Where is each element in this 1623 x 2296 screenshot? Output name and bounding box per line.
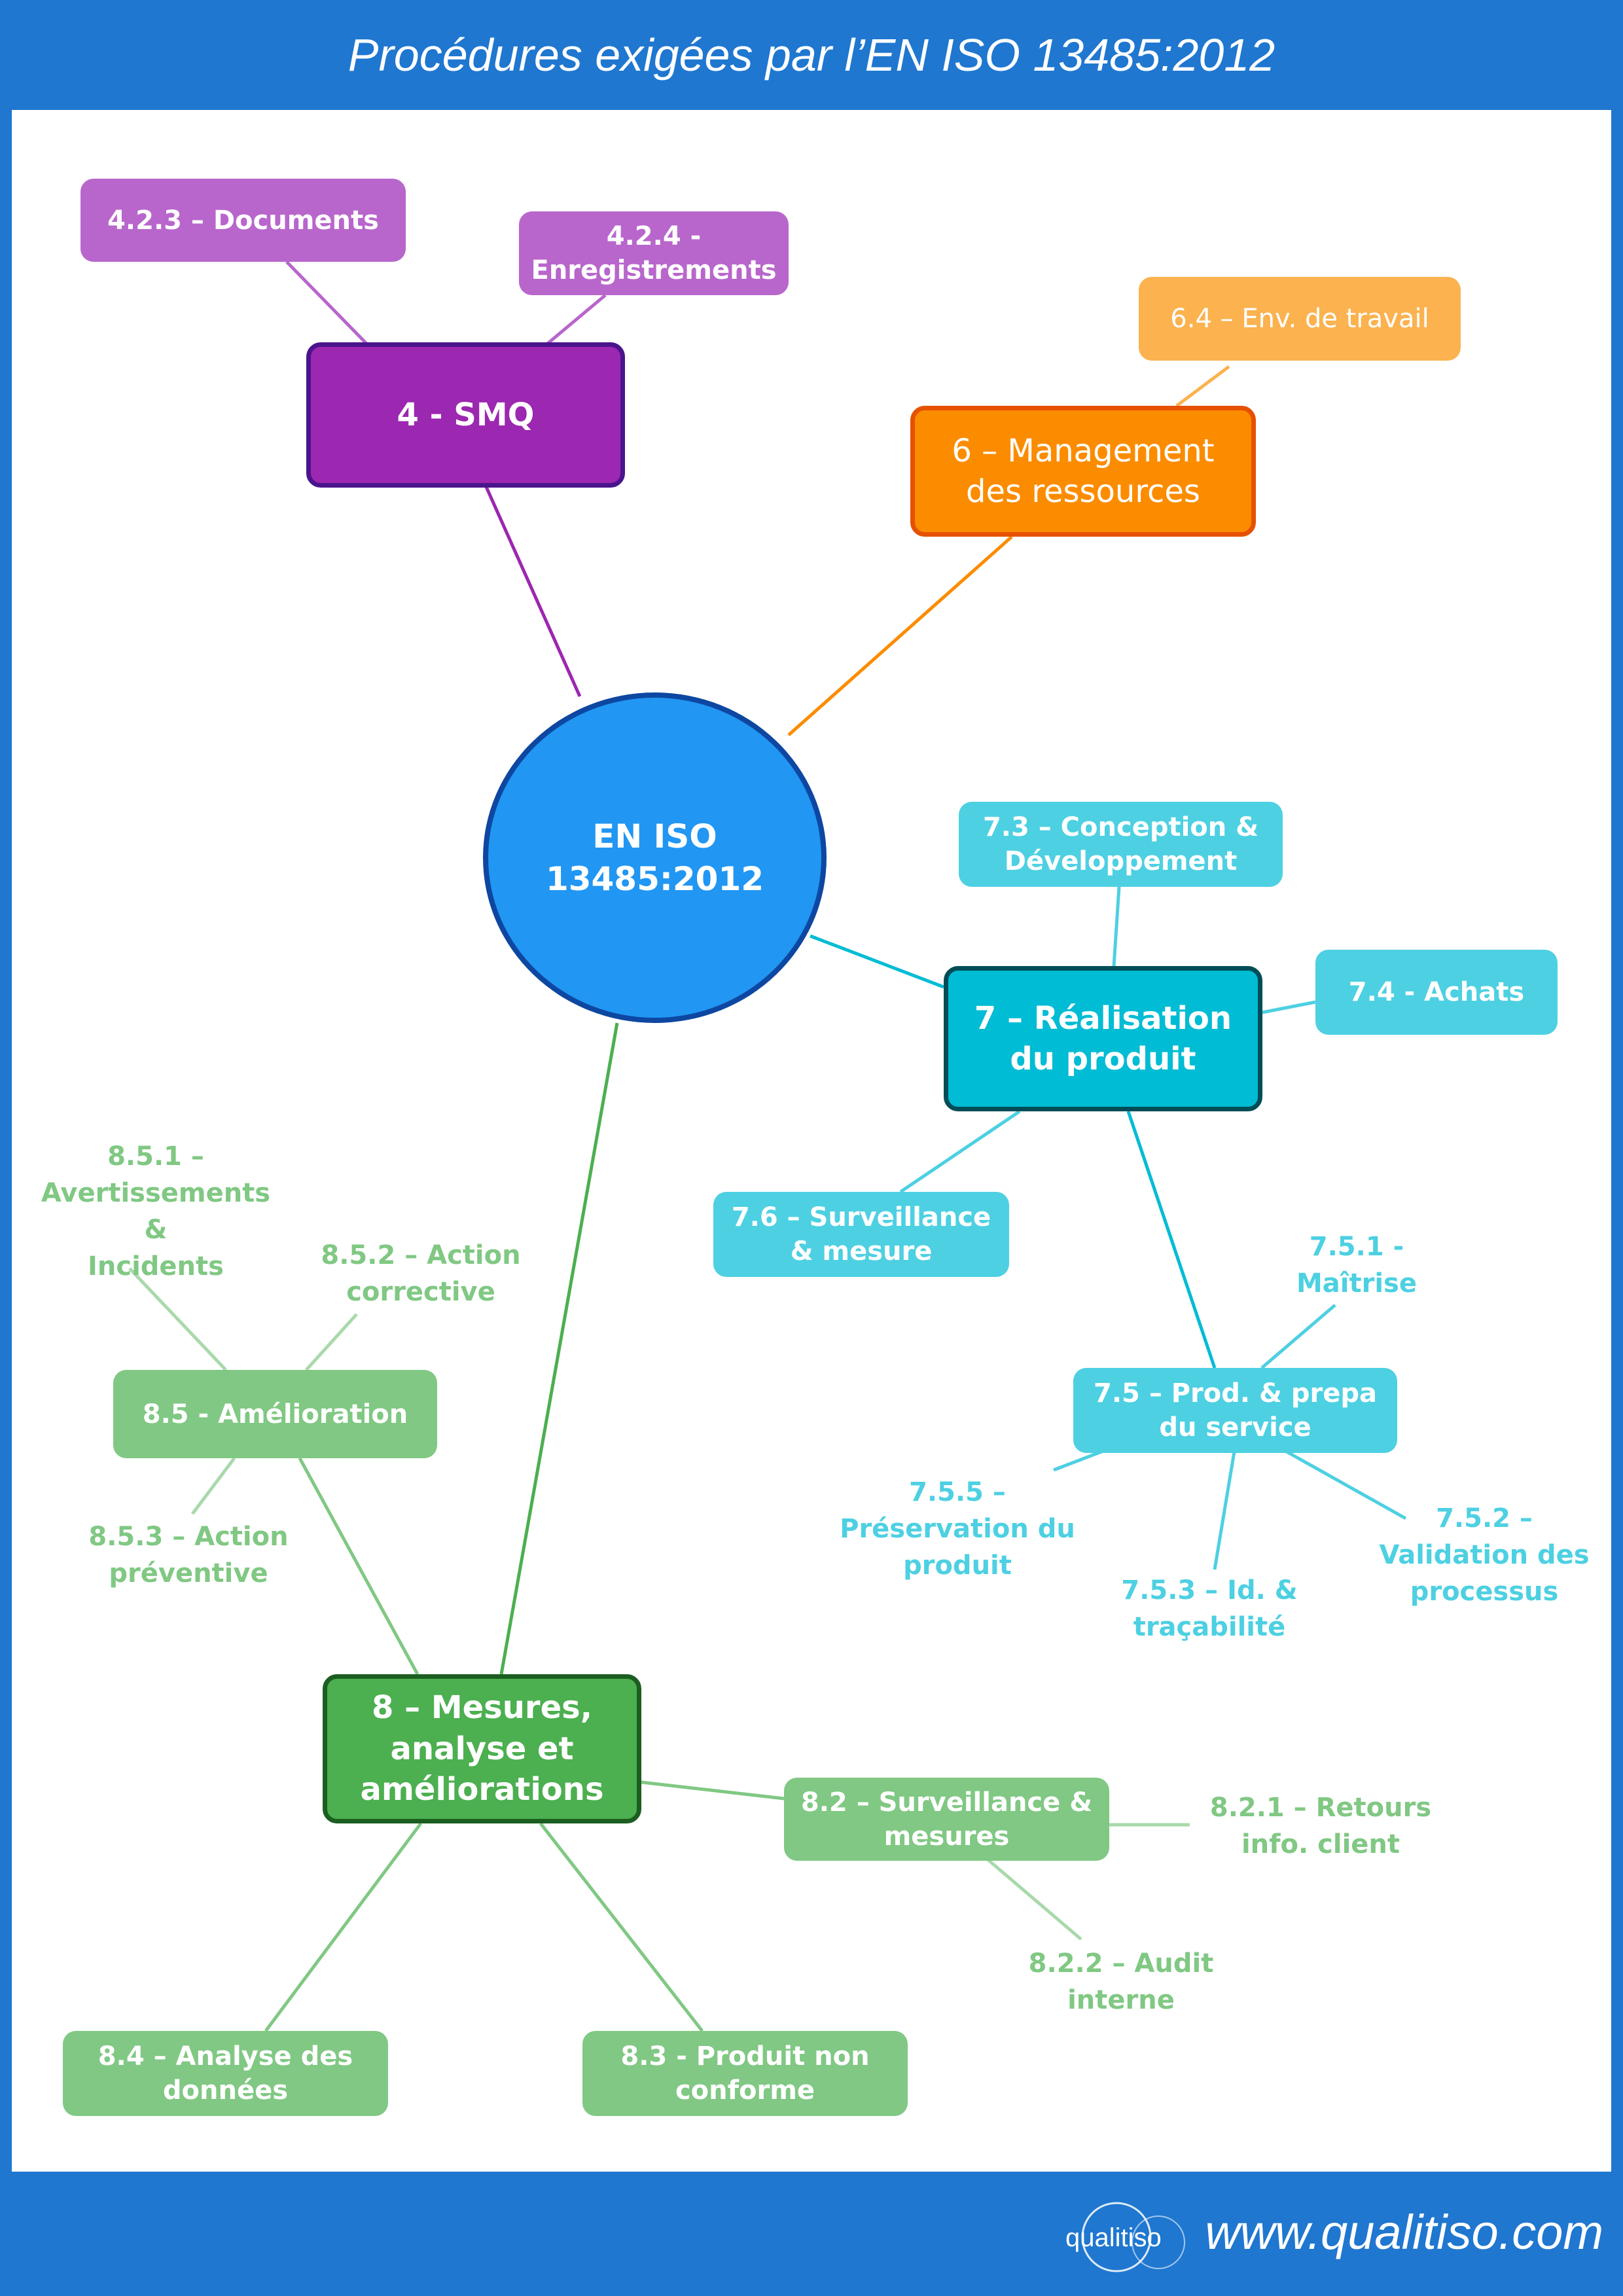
link-mes-85: [298, 1457, 419, 1676]
label-8-5-3: 8.5.3 – Action préventive: [88, 1521, 289, 1588]
qualitiso-logo-icon: qualitiso: [1065, 2202, 1185, 2272]
node-7-6-surveillance: 7.6 – Surveillance & mesure: [713, 1192, 1009, 1277]
label-7-5-5: 7.5.5 – Préservation du produit: [840, 1477, 1075, 1581]
label-8-5-1: 8.5.1 – Avertissements & Incidents: [41, 1141, 271, 1282]
link-center-mes: [499, 1022, 619, 1675]
node-4-2-4-enregistrements: 4.2.4 - Enregistrements: [519, 211, 789, 295]
svg-text:qualitiso: qualitiso: [1065, 2223, 1162, 2252]
link-real-73: [1112, 886, 1121, 967]
node-7-4-achats: 7.4 - Achats: [1315, 950, 1558, 1035]
node-4-2-3-documents: 4.2.3 – Documents: [80, 179, 406, 262]
node-8-2-surveillance: 8.2 – Surveillance & mesures: [784, 1778, 1109, 1861]
node-8-mesures: 8 – Mesures, analyse et améliorations: [323, 1674, 641, 1823]
footer-bar: qualitiso www.qualitiso.com: [0, 2172, 1623, 2296]
node-8-4-analyse: 8.4 – Analyse des données: [63, 2031, 388, 2116]
header-bar: Procédures exigées par l’EN ISO 13485:20…: [0, 0, 1623, 110]
link-mes-82: [641, 1780, 785, 1801]
node-8-5-amelioration: 8.5 - Amélioration: [113, 1370, 437, 1458]
node-7-realisation: 7 – Réalisation du produit: [944, 966, 1262, 1111]
label-8-5-2: 8.5.2 – Action corrective: [321, 1240, 521, 1307]
link-real-75: [1126, 1111, 1217, 1369]
link-mgmt-64: [1175, 365, 1230, 407]
connector-lines: [128, 260, 1407, 2032]
link-center-mgmt: [787, 535, 1013, 736]
link-smq-423: [285, 260, 370, 347]
link-smq-424: [544, 294, 607, 347]
link-75-753: [1213, 1451, 1236, 1570]
link-real-76: [899, 1109, 1021, 1194]
node-6-management: 6 – Management des ressources: [910, 406, 1256, 537]
label-8-2-1: 8.2.1 – Retours info. client: [1209, 1793, 1432, 1859]
node-7-3-conception: 7.3 – Conception & Développement: [959, 802, 1283, 887]
link-75-751: [1260, 1304, 1336, 1369]
link-85-851: [128, 1267, 227, 1371]
mind-map-canvas: EN ISO 13485:2012 4 - SMQ 6 – Management…: [12, 110, 1611, 2172]
page-title: Procédures exigées par l’EN ISO 13485:20…: [348, 29, 1275, 81]
node-8-3-produit-non-conforme: 8.3 - Produit non conforme: [582, 2031, 908, 2116]
link-82-822: [986, 1857, 1082, 1941]
link-85-853: [191, 1457, 236, 1515]
label-7-5-1: 7.5.1 - Maîtrise: [1296, 1232, 1417, 1299]
node-6-4-env-travail: 6.4 – Env. de travail: [1139, 277, 1461, 361]
link-75-752: [1285, 1450, 1407, 1520]
link-mes-83: [539, 1822, 704, 2032]
link-center-smq: [484, 486, 582, 698]
center-node: EN ISO 13485:2012: [483, 692, 827, 1023]
link-center-real: [810, 934, 944, 989]
qualitiso-logo[interactable]: qualitiso: [1060, 2198, 1204, 2276]
link-real-74: [1258, 1000, 1316, 1015]
link-mes-84: [264, 1822, 423, 2032]
label-7-5-3: 7.5.3 – Id. & traçabilité: [1121, 1575, 1298, 1642]
website-link[interactable]: www.qualitiso.com: [1205, 2205, 1603, 2259]
label-7-5-2: 7.5.2 – Validation des processus: [1379, 1503, 1590, 1607]
link-85-852: [305, 1313, 358, 1371]
node-7-5-production: 7.5 – Prod. & prepa du service: [1073, 1368, 1397, 1453]
label-8-2-2: 8.2.2 – Audit interne: [1028, 1948, 1214, 2015]
link-75-755: [1053, 1450, 1102, 1472]
node-4-smq: 4 - SMQ: [306, 342, 625, 488]
